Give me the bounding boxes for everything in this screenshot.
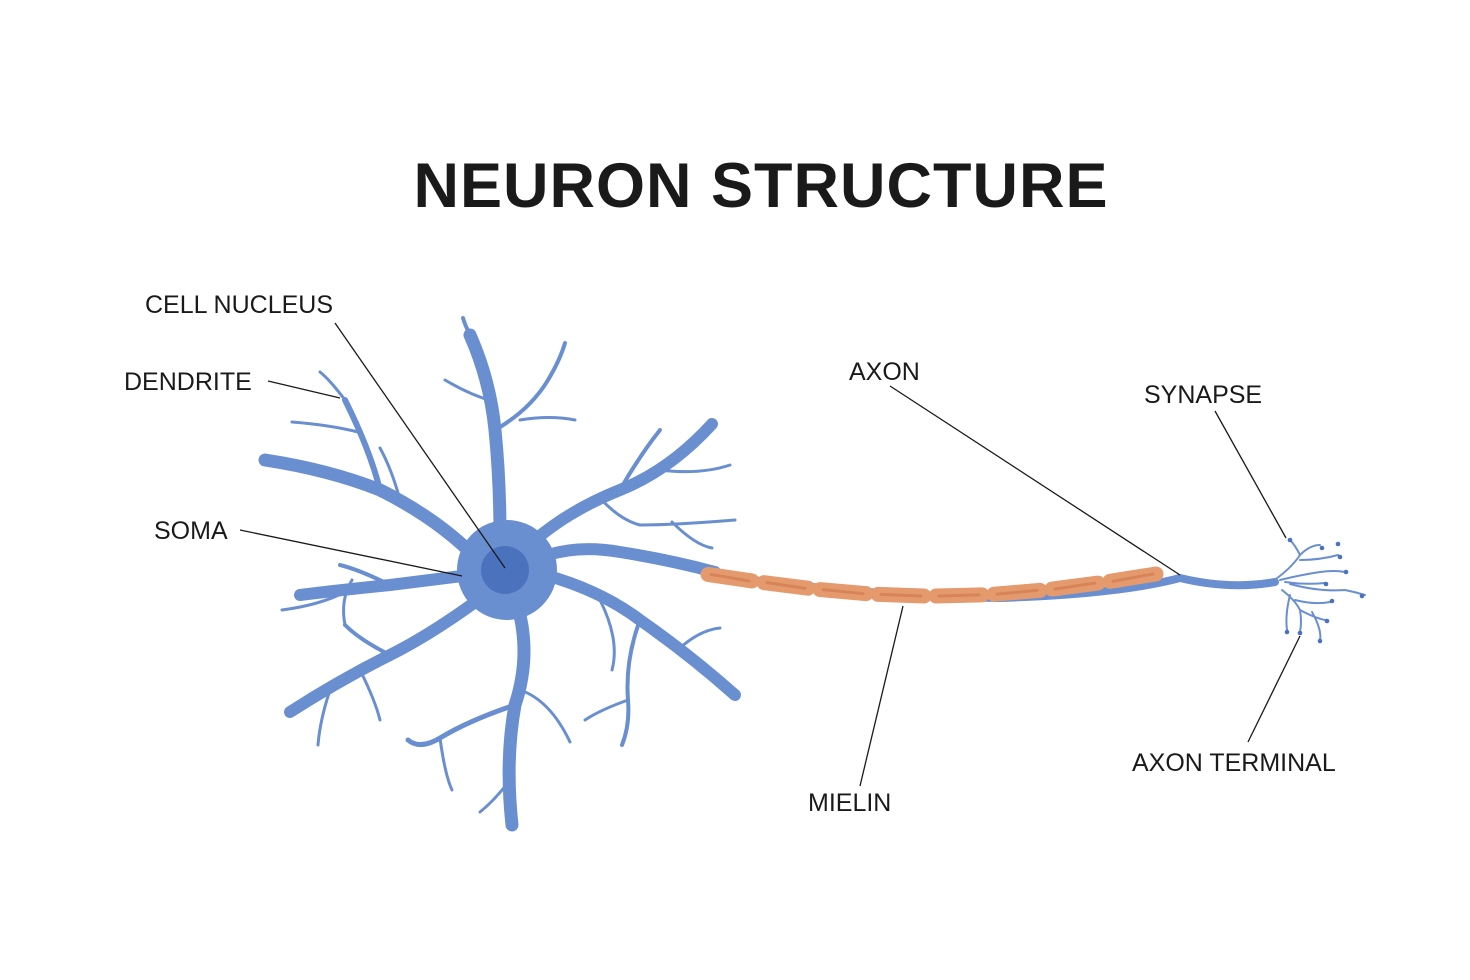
dendrite-upper-left xyxy=(258,370,485,567)
dendrite-left xyxy=(280,563,476,612)
leader-synapse xyxy=(1214,410,1287,539)
myelin-segment-core xyxy=(995,588,1039,596)
myelin-segment-core xyxy=(821,588,865,596)
dendrite-bottom xyxy=(405,608,572,832)
leader-mielin xyxy=(859,605,904,787)
label-cell-nucleus: CELL NUCLEUS xyxy=(145,291,333,319)
axon-hillock xyxy=(542,543,721,578)
myelin-segment-core xyxy=(1053,581,1097,591)
label-mielin: MIELIN xyxy=(808,789,891,817)
myelin-sheath xyxy=(700,566,1164,604)
label-dendrite: DENDRITE xyxy=(124,368,252,396)
leader-dendrite xyxy=(267,380,341,399)
leader-soma xyxy=(239,529,463,577)
synapse-vesicles xyxy=(1284,537,1365,644)
leader-lines xyxy=(239,322,1301,787)
soma xyxy=(457,520,557,620)
dendrites xyxy=(258,316,741,832)
myelin-segment-core xyxy=(765,581,807,590)
myelin-segment-core xyxy=(937,593,981,598)
leader-cell-nucleus xyxy=(334,322,506,569)
diagram-title: NEURON STRUCTURE xyxy=(413,151,1109,221)
leader-axon-terminal xyxy=(1247,635,1301,743)
label-synapse: SYNAPSE xyxy=(1144,381,1262,409)
dendrite-lower-left xyxy=(284,578,484,747)
myelin-segment-core xyxy=(879,592,923,598)
axon-terminal xyxy=(1269,539,1366,641)
labels: CELL NUCLEUS DENDRITE SOMA AXON SYNAPSE … xyxy=(124,291,1336,817)
dendrite-top xyxy=(443,316,577,542)
myelin-segment-core xyxy=(709,572,751,583)
label-axon: AXON xyxy=(849,358,920,386)
cell-nucleus xyxy=(481,546,529,594)
leader-axon xyxy=(889,385,1181,576)
label-soma: SOMA xyxy=(154,517,228,545)
dendrite-lower-right xyxy=(539,569,741,747)
label-axon-terminal: AXON TERMINAL xyxy=(1132,749,1336,777)
dendrite-upper-right xyxy=(529,418,737,550)
myelin-segment-core xyxy=(1111,572,1155,583)
